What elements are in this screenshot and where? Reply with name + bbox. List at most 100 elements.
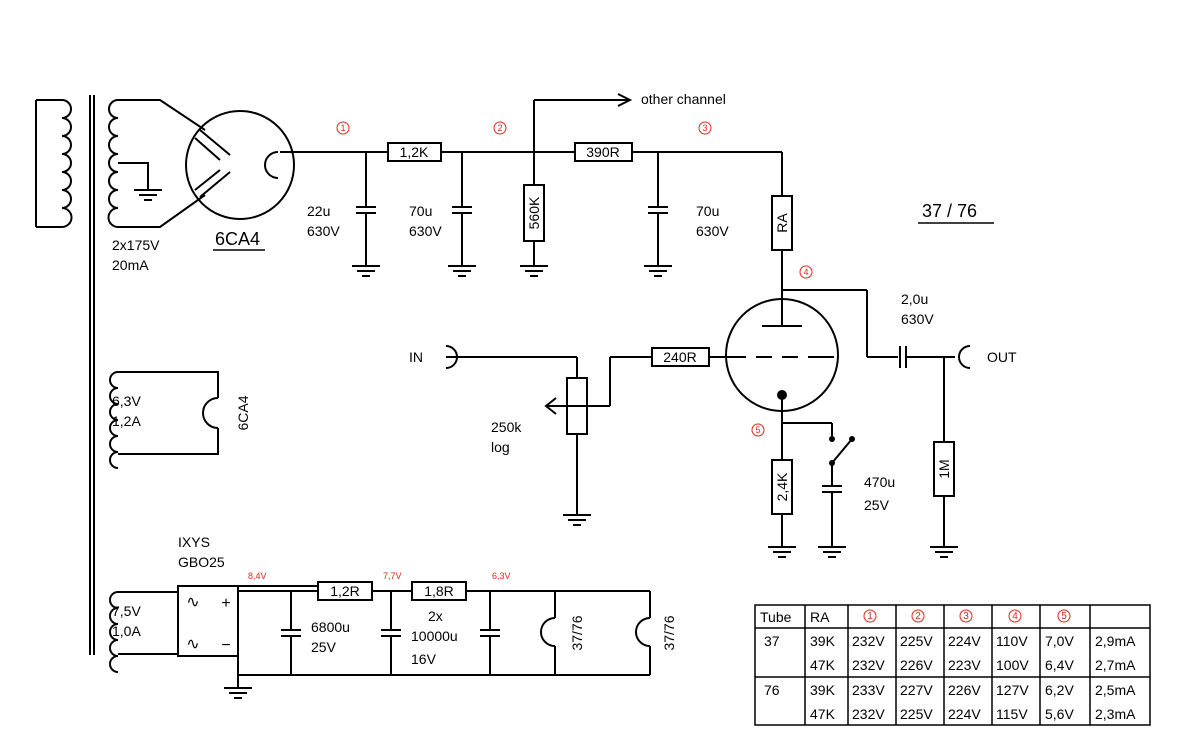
cathode-c-voltage: 25V <box>864 497 890 513</box>
node-3-marker <box>698 121 712 135</box>
table-cell: 227V <box>900 682 933 698</box>
r2-label: 390R <box>586 144 619 160</box>
table-cell: 225V <box>900 706 933 722</box>
table-cell: 225V <box>900 633 933 649</box>
node-5-marker <box>751 423 765 437</box>
table-cell: 224V <box>948 633 981 649</box>
bridge-plus: + <box>221 595 230 612</box>
node-1-label: 1 <box>340 123 345 133</box>
bridge-maker: IXYS <box>178 534 210 550</box>
bridge-ac-symbol-bottom: ∿ <box>186 636 199 653</box>
heater-r2-label: 1,8R <box>424 583 454 599</box>
bridge-ac-symbol-top: ∿ <box>186 594 199 611</box>
bridge-part: GBO25 <box>178 554 225 570</box>
table-cell: 47K <box>810 706 836 722</box>
r1-label: 1,2K <box>400 144 429 160</box>
heater-rect-load-label: 6CA4 <box>235 395 251 430</box>
table-cell: 2,7mA <box>1095 657 1136 673</box>
input-stage <box>445 345 730 526</box>
other-channel-label: other channel <box>641 91 726 107</box>
heater-amp-voltage: 7,5V <box>112 603 141 619</box>
heater-rect-voltage: 6,3V <box>112 393 141 409</box>
table-cell: 39K <box>810 682 836 698</box>
heater-c1-value: 6800u <box>311 619 350 635</box>
table-cell: 224V <box>948 706 981 722</box>
coupling-cap-value: 2,0u <box>901 291 928 307</box>
c1-voltage: 630V <box>307 223 340 239</box>
table-cell: 2,9mA <box>1095 633 1136 649</box>
measurement-table: Tube RA 1 2 3 4 5 37 39K 232V 225V 224V … <box>754 604 1151 726</box>
heater-c2-count: 2x <box>428 608 443 624</box>
table-cell: 6,4V <box>1045 657 1074 673</box>
table-cell: 233V <box>852 682 885 698</box>
table-cell: 47K <box>810 657 836 673</box>
cathode-c-value: 470u <box>864 474 895 490</box>
table-header-5: 5 <box>1061 611 1067 622</box>
rectifier-tube <box>185 110 390 220</box>
node-4-label: 4 <box>803 267 808 277</box>
table-cell: 226V <box>900 657 933 673</box>
hv-winding-current: 20mA <box>112 257 149 273</box>
in-label: IN <box>409 349 423 365</box>
node-3-label: 3 <box>702 123 707 133</box>
table-header-1: 1 <box>867 611 873 622</box>
table-cell: 232V <box>852 706 885 722</box>
heater-load2-label: 37/76 <box>661 615 677 650</box>
table-cell: 7,0V <box>1045 633 1074 649</box>
node-5-label: 5 <box>755 425 760 435</box>
out-r-label: 1M <box>936 459 952 478</box>
bridge-minus: − <box>221 637 230 654</box>
c1-value: 22u <box>307 203 330 219</box>
transformer <box>35 95 219 673</box>
table-cell: 76 <box>764 682 780 698</box>
c2-value: 70u <box>409 203 432 219</box>
pot-taper: log <box>491 439 510 455</box>
table-cell: 37 <box>764 633 780 649</box>
node-1-marker <box>336 121 350 135</box>
table-cell: 127V <box>996 682 1029 698</box>
table-header-2-marker <box>911 609 925 623</box>
table-cell: 6,2V <box>1045 682 1074 698</box>
table-cell: 232V <box>852 633 885 649</box>
table-cell: 226V <box>948 682 981 698</box>
grid-stopper-label: 240R <box>663 349 696 365</box>
c3-voltage: 630V <box>696 223 729 239</box>
heater-c2-value: 10000u <box>411 628 458 644</box>
table-cell: 115V <box>996 706 1028 722</box>
heater-r1-label: 1,2R <box>330 583 360 599</box>
table-cell: 5,6V <box>1045 706 1074 722</box>
table-header-3: 3 <box>963 611 969 622</box>
table-header-4: 4 <box>1012 611 1018 622</box>
node-markers: 1 2 3 4 5 <box>336 121 813 437</box>
heater-v1: 8,4V <box>248 571 267 581</box>
table-cell: 223V <box>948 657 981 673</box>
table-cell: 2,5mA <box>1095 682 1136 698</box>
node-4-marker <box>799 265 813 279</box>
psu-filter <box>294 93 793 326</box>
table-cell: 232V <box>852 657 885 673</box>
heater-c1-voltage: 25V <box>311 639 337 655</box>
heater-v3: 6,3V <box>492 571 511 581</box>
c2-voltage: 630V <box>409 223 442 239</box>
table-header-4-marker <box>1008 609 1022 623</box>
cathode-r-label: 2,4K <box>774 472 790 501</box>
out-label: OUT <box>987 349 1017 365</box>
table-header-3-marker <box>959 609 973 623</box>
node-2-label: 2 <box>497 123 502 133</box>
table-header-5-marker <box>1057 609 1071 623</box>
c3-value: 70u <box>696 203 719 219</box>
amp-tube <box>725 289 971 558</box>
heater-supply <box>177 581 651 699</box>
heater-rect-current: 1,2A <box>112 413 141 429</box>
heater-amp-current: 1,0A <box>112 623 141 639</box>
heater-v2: 7,7V <box>383 571 402 581</box>
table-cell: 39K <box>810 633 836 649</box>
table-header-1-marker <box>863 609 877 623</box>
heater-load1-label: 37/76 <box>569 615 585 650</box>
coupling-cap-voltage: 630V <box>901 311 934 327</box>
labels: other channel 1,2K 390R 560K RA 22u 630V… <box>112 91 1017 667</box>
title: 37 / 76 <box>922 201 977 221</box>
table-header-2: 2 <box>915 611 921 622</box>
node-2-marker <box>493 121 507 135</box>
